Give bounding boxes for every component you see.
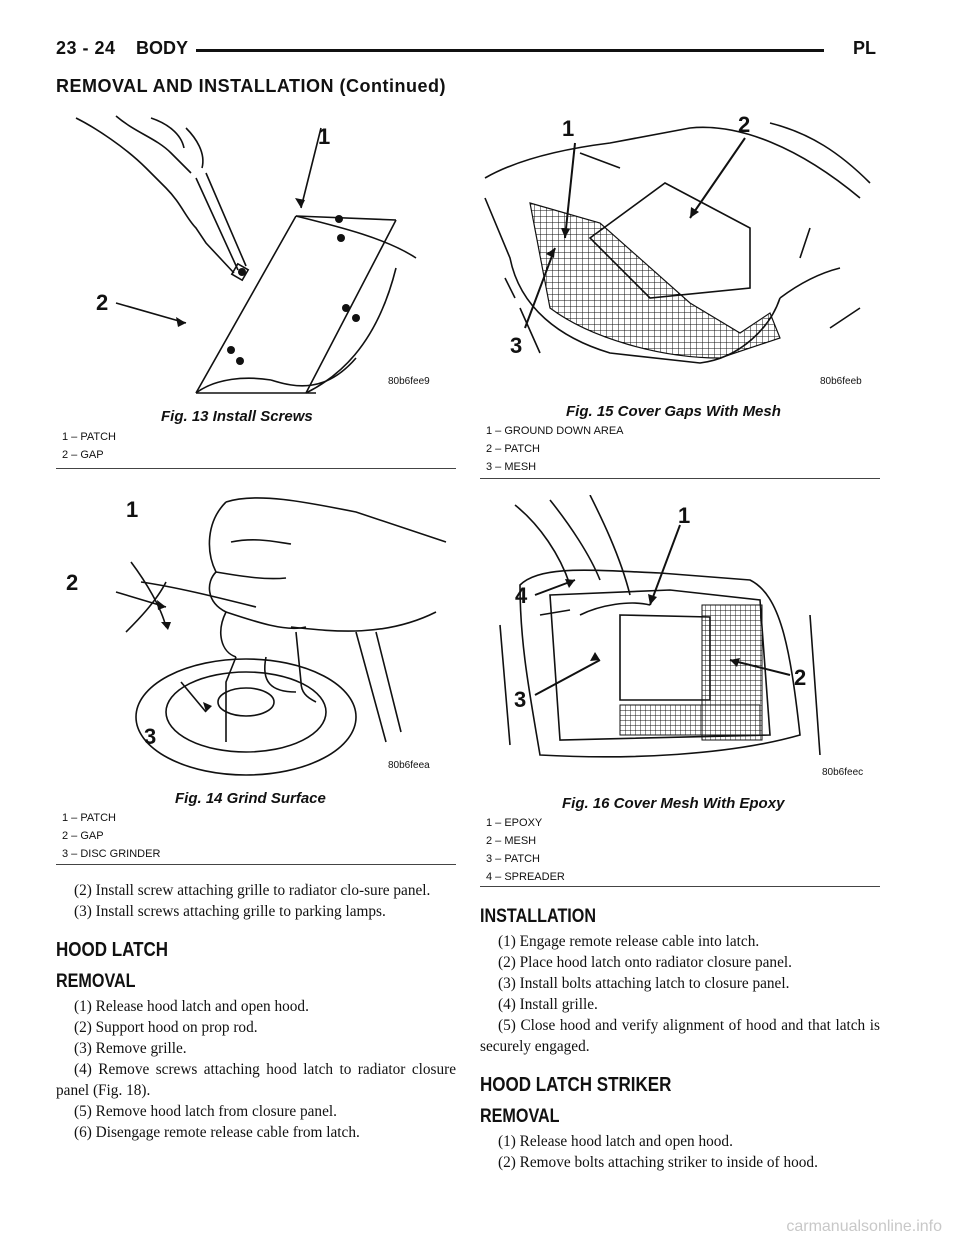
figure-13-callout-1: 1 bbox=[318, 124, 330, 149]
page-header: 23 - 24 BODY PL bbox=[56, 38, 876, 62]
legend-item: 2 – GAP bbox=[62, 830, 104, 842]
legend-item: 1 – EPOXY bbox=[486, 817, 543, 829]
figure-14-id: 80b6feea bbox=[388, 760, 430, 771]
legend-item: 1 – PATCH bbox=[62, 812, 116, 824]
legend-item: 2 – MESH bbox=[486, 835, 537, 847]
step: (6) Disengage remote release cable from … bbox=[74, 1124, 360, 1141]
figure-divider bbox=[56, 864, 456, 865]
legend-item: 1 – GROUND DOWN AREA bbox=[486, 425, 624, 437]
step: (5) Remove hood latch from closure panel… bbox=[74, 1103, 337, 1120]
step: (5) Close hood and verify alignment of h… bbox=[480, 1017, 880, 1055]
model-code: PL bbox=[852, 38, 876, 58]
legend-item: 3 – MESH bbox=[486, 461, 537, 473]
figure-16-illustration: 1 2 3 4 80b6feec bbox=[480, 495, 880, 785]
figure-14-legend: 1 – PATCH 2 – GAP 3 – DISC GRINDER bbox=[62, 809, 160, 863]
figure-16-callout-4: 4 bbox=[515, 583, 528, 608]
left-text-column: (2) Install screw attaching grille to ra… bbox=[56, 880, 456, 1143]
page-number: 23 - 24 bbox=[56, 38, 116, 58]
legend-item: 3 – PATCH bbox=[486, 853, 540, 865]
paragraph: (2) Install screw attaching grille to ra… bbox=[74, 882, 431, 899]
figure-divider bbox=[56, 468, 456, 469]
figure-divider bbox=[480, 886, 880, 887]
heading-removal: REMOVAL bbox=[480, 1106, 560, 1127]
figure-13-callout-2: 2 bbox=[96, 290, 108, 315]
heading-hood-latch: HOOD LATCH bbox=[56, 939, 169, 961]
heading-removal: REMOVAL bbox=[56, 971, 136, 992]
continued-heading: REMOVAL AND INSTALLATION (Continued) bbox=[56, 76, 446, 96]
figure-16-legend: 1 – EPOXY 2 – MESH 3 – PATCH 4 – SPREADE… bbox=[486, 814, 565, 886]
step: (4) Remove screws attaching hood latch t… bbox=[56, 1061, 456, 1099]
heading-hood-latch-striker: HOOD LATCH STRIKER bbox=[480, 1074, 672, 1096]
figure-14-callout-3: 3 bbox=[144, 724, 156, 749]
step: (1) Release hood latch and open hood. bbox=[498, 1133, 733, 1150]
figure-16-callout-1: 1 bbox=[678, 503, 690, 528]
legend-item: 1 – PATCH bbox=[62, 431, 116, 443]
section-name: BODY bbox=[136, 38, 189, 58]
legend-item: 2 – GAP bbox=[62, 449, 104, 461]
figure-14-illustration: 1 2 3 80b6feea bbox=[56, 482, 456, 780]
heading-installation: INSTALLATION bbox=[480, 906, 597, 927]
figure-16-callout-2: 2 bbox=[794, 665, 806, 690]
figure-15-id: 80b6feeb bbox=[820, 376, 862, 387]
figure-divider bbox=[480, 478, 880, 479]
step: (2) Remove bolts attaching striker to in… bbox=[498, 1154, 818, 1171]
figure-14-callout-2: 2 bbox=[66, 570, 78, 595]
figure-16-caption: Fig. 16 Cover Mesh With Epoxy bbox=[562, 795, 785, 812]
step: (1) Release hood latch and open hood. bbox=[74, 998, 309, 1015]
figure-15-callout-2: 2 bbox=[738, 112, 750, 137]
figure-16-id: 80b6feec bbox=[822, 767, 864, 778]
figure-14-caption: Fig. 14 Grind Surface bbox=[175, 790, 326, 807]
header-rule bbox=[196, 49, 824, 52]
step: (3) Install bolts attaching latch to clo… bbox=[498, 975, 790, 992]
step: (4) Install grille. bbox=[498, 996, 598, 1013]
paragraph: (3) Install screws attaching grille to p… bbox=[74, 903, 386, 920]
figure-13-legend: 1 – PATCH 2 – GAP bbox=[62, 428, 116, 464]
legend-item: 4 – SPREADER bbox=[486, 871, 565, 883]
watermark: carmanualsonline.info bbox=[786, 1218, 942, 1235]
figure-15-illustration: 1 2 3 80b6feeb bbox=[480, 108, 880, 398]
figure-15-callout-1: 1 bbox=[562, 116, 574, 141]
figure-15-legend: 1 – GROUND DOWN AREA 2 – PATCH 3 – MESH bbox=[486, 422, 624, 476]
figure-13-id: 80b6fee9 bbox=[388, 376, 430, 387]
legend-item: 2 – PATCH bbox=[486, 443, 540, 455]
legend-item: 3 – DISC GRINDER bbox=[62, 848, 161, 860]
step: (3) Remove grille. bbox=[74, 1040, 187, 1057]
step: (2) Place hood latch onto radiator closu… bbox=[498, 954, 792, 971]
figure-15-callout-3: 3 bbox=[510, 333, 522, 358]
right-text-column: INSTALLATION (1) Engage remote release c… bbox=[480, 900, 880, 1173]
figure-15-caption: Fig. 15 Cover Gaps With Mesh bbox=[566, 403, 781, 420]
figure-14-callout-1: 1 bbox=[126, 497, 138, 522]
step: (2) Support hood on prop rod. bbox=[74, 1019, 258, 1036]
figure-13-caption: Fig. 13 Install Screws bbox=[161, 408, 313, 425]
figure-13-illustration: 1 2 80b6fee9 bbox=[56, 108, 456, 403]
figure-16-callout-3: 3 bbox=[514, 687, 526, 712]
step: (1) Engage remote release cable into lat… bbox=[498, 933, 760, 950]
